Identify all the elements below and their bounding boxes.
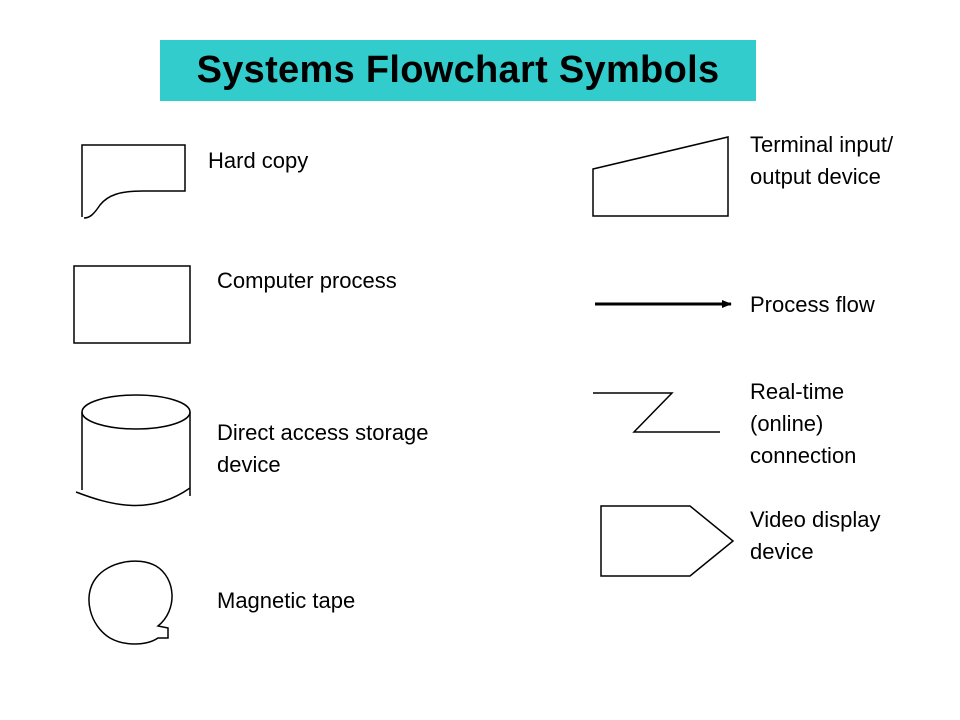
title-banner: Systems Flowchart Symbols [160, 40, 756, 101]
realtime-connection-label-line-3: connection [750, 443, 857, 468]
hard-copy-label-line: Hard copy [208, 148, 309, 173]
computer-process-symbol [73, 265, 191, 344]
video-display-label: Video display device [750, 504, 880, 568]
computer-process-label-line: Computer process [217, 268, 397, 293]
direct-access-storage-label-line-2: device [217, 452, 281, 477]
terminal-io-symbol [592, 136, 729, 217]
process-flow-label-line: Process flow [750, 292, 875, 317]
video-display-label-line-1: Video display [750, 507, 881, 532]
direct-access-storage-symbol [75, 394, 191, 507]
process-flow-label: Process flow [750, 289, 875, 321]
terminal-io-label-line-2: output device [750, 164, 881, 189]
page-title: Systems Flowchart Symbols [196, 49, 720, 91]
video-display-label-line-2: device [750, 539, 814, 564]
magnetic-tape-label-line: Magnetic tape [217, 588, 356, 613]
magnetic-tape-symbol [88, 560, 173, 645]
realtime-connection-symbol [593, 392, 720, 433]
computer-process-label: Computer process [217, 265, 397, 297]
terminal-io-label: Terminal input/ output device [750, 129, 893, 193]
realtime-connection-label: Real-time (online) connection [750, 376, 856, 472]
realtime-connection-label-line-1: Real-time [750, 379, 845, 404]
magnetic-tape-label: Magnetic tape [217, 585, 355, 617]
direct-access-storage-label-line-1: Direct access storage [217, 420, 429, 445]
direct-access-storage-label: Direct access storage device [217, 417, 429, 481]
terminal-io-label-line-1: Terminal input/ [750, 132, 894, 157]
realtime-connection-label-line-2: (online) [750, 411, 824, 436]
hard-copy-label: Hard copy [208, 145, 308, 177]
video-display-symbol [600, 505, 735, 577]
hard-copy-symbol [81, 144, 186, 219]
